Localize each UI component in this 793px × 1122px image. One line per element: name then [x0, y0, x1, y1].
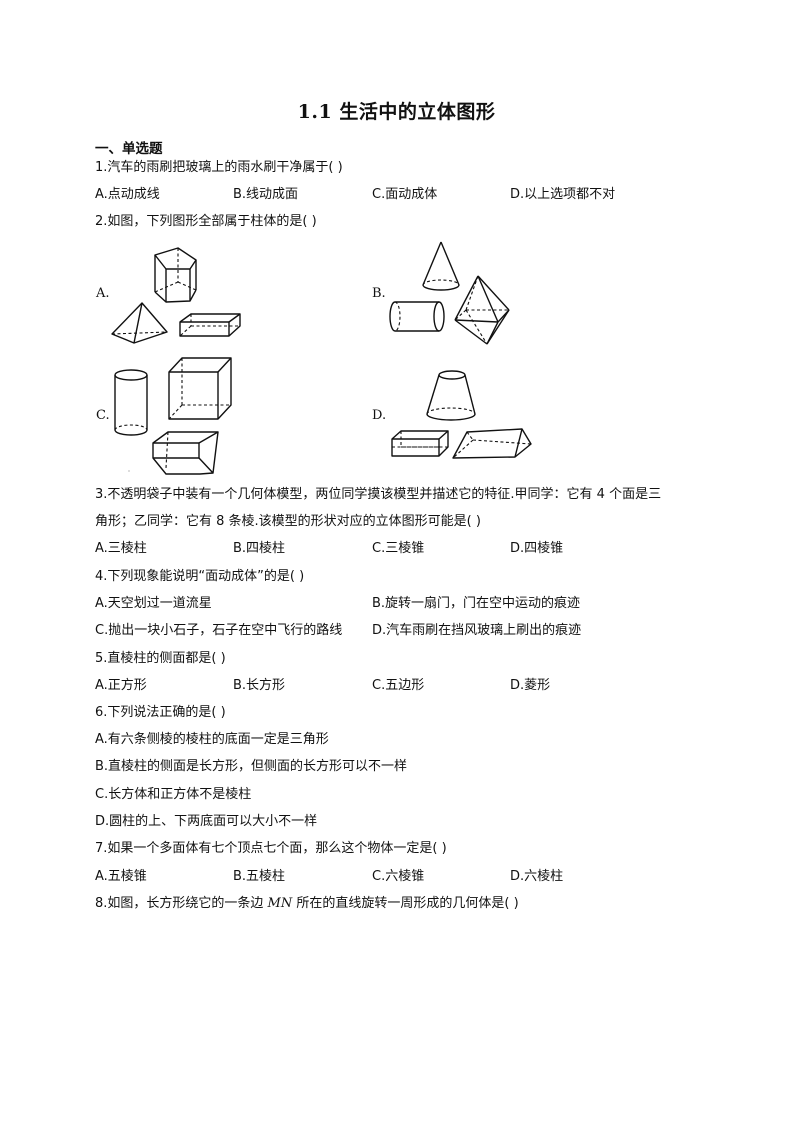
- question-6-option-c[interactable]: C.长方体和正方体不是棱柱: [95, 787, 252, 802]
- figure-a-shapes: [111, 247, 241, 344]
- question-3-option-c[interactable]: C.三棱锥: [372, 541, 425, 556]
- question-3-option-a[interactable]: A.三棱柱: [95, 541, 147, 556]
- pentagonal-prism-icon: [154, 247, 197, 303]
- question-4-stem: 4.下列现象能说明“面动成体”的是( ): [95, 569, 305, 584]
- question-4-option-a[interactable]: A.天空划过一道流星: [95, 596, 212, 611]
- cylinder-icon: [389, 301, 445, 332]
- question-8-stem-before: 8.如图，长方形绕它的一条边: [95, 896, 268, 911]
- question-6-option-a[interactable]: A.有六条侧棱的棱柱的底面一定是三角形: [95, 732, 329, 747]
- question-7-option-d[interactable]: D.六棱柱: [510, 869, 564, 884]
- cylinder-icon: [114, 369, 148, 436]
- square-pyramid-icon: [111, 302, 168, 344]
- question-8-variable-mn: MN: [267, 896, 293, 911]
- question-1-option-b[interactable]: B.线动成面: [233, 187, 299, 202]
- question-6-option-d[interactable]: D.圆柱的上、下两底面可以大小不一样: [95, 814, 318, 829]
- figure-d-shapes: [391, 370, 532, 459]
- question-8-stem: 8.如图，长方形绕它的一条边 MN 所在的直线旋转一周形成的几何体是( ): [95, 896, 519, 912]
- question-1-option-a[interactable]: A.点动成线: [95, 187, 160, 202]
- rectangular-box-icon: [391, 430, 449, 457]
- question-5-option-b[interactable]: B.长方形: [233, 678, 286, 693]
- question-5-stem: 5.直棱柱的侧面都是( ): [95, 651, 226, 666]
- question-7-option-a[interactable]: A.五棱锥: [95, 869, 147, 884]
- question-7-option-c[interactable]: C.六棱锥: [372, 869, 425, 884]
- question-1-option-d[interactable]: D.以上选项都不对: [510, 187, 616, 202]
- cone-icon: [422, 241, 460, 291]
- question-5-option-d[interactable]: D.菱形: [510, 678, 551, 693]
- question-1-stem: 1.汽车的雨刷把玻璃上的雨水刷干净属于( ): [95, 160, 343, 175]
- question-3-stem-line-1: 3.不透明袋子中装有一个几何体模型，两位同学摸该模型并描述它的特征.甲同学：它有…: [95, 487, 662, 502]
- cube-icon: [168, 357, 232, 420]
- question-5-option-c[interactable]: C.五边形: [372, 678, 425, 693]
- question-4-option-b[interactable]: B.旋转一扇门，门在空中运动的痕迹: [372, 596, 581, 611]
- question-2-option-b-label[interactable]: B.: [372, 286, 386, 301]
- octahedron-icon: [454, 275, 510, 345]
- question-8-stem-after: 所在的直线旋转一周形成的几何体是( ): [292, 896, 519, 911]
- question-7-option-b[interactable]: B.五棱柱: [233, 869, 286, 884]
- question-4-option-c[interactable]: C.抛出一块小石子，石子在空中飞行的路线: [95, 623, 343, 638]
- question-1-option-c[interactable]: C.面动成体: [372, 187, 438, 202]
- question-7-stem: 7.如果一个多面体有七个顶点七个面，那么这个物体一定是( ): [95, 841, 447, 856]
- frustum-icon: [426, 370, 476, 421]
- question-2-option-c-label[interactable]: C.: [96, 408, 110, 423]
- question-2-option-a-label[interactable]: A.: [96, 286, 110, 301]
- rectangular-box-icon: [179, 313, 241, 337]
- question-3-stem-line-2: 角形；乙同学：它有 8 条棱.该模型的形状对应的立体图形可能是( ): [95, 514, 481, 529]
- question-2-option-d-label[interactable]: D.: [372, 408, 387, 423]
- question-5-option-a[interactable]: A.正方形: [95, 678, 147, 693]
- question-2-stem: 2.如图，下列图形全部属于柱体的是( ): [95, 214, 317, 229]
- figure-c-shapes: [114, 357, 232, 475]
- figure-b-shapes: [389, 241, 510, 345]
- quadrilateral-prism-icon: [152, 431, 219, 475]
- triangular-prism-icon: [452, 428, 532, 459]
- question-3-option-b[interactable]: B.四棱柱: [233, 541, 286, 556]
- question-6-option-b[interactable]: B.直棱柱的侧面是长方形，但侧面的长方形可以不一样: [95, 759, 408, 774]
- section-heading: 一、单选题: [95, 141, 163, 157]
- question-4-option-d[interactable]: D.汽车雨刷在挡风玻璃上刷出的痕迹: [372, 623, 582, 638]
- scan-speck: [128, 470, 130, 472]
- question-3-option-d[interactable]: D.四棱锥: [510, 541, 564, 556]
- question-6-stem: 6.下列说法正确的是( ): [95, 705, 226, 720]
- page-title: 1.1 生活中的立体图形: [297, 101, 496, 123]
